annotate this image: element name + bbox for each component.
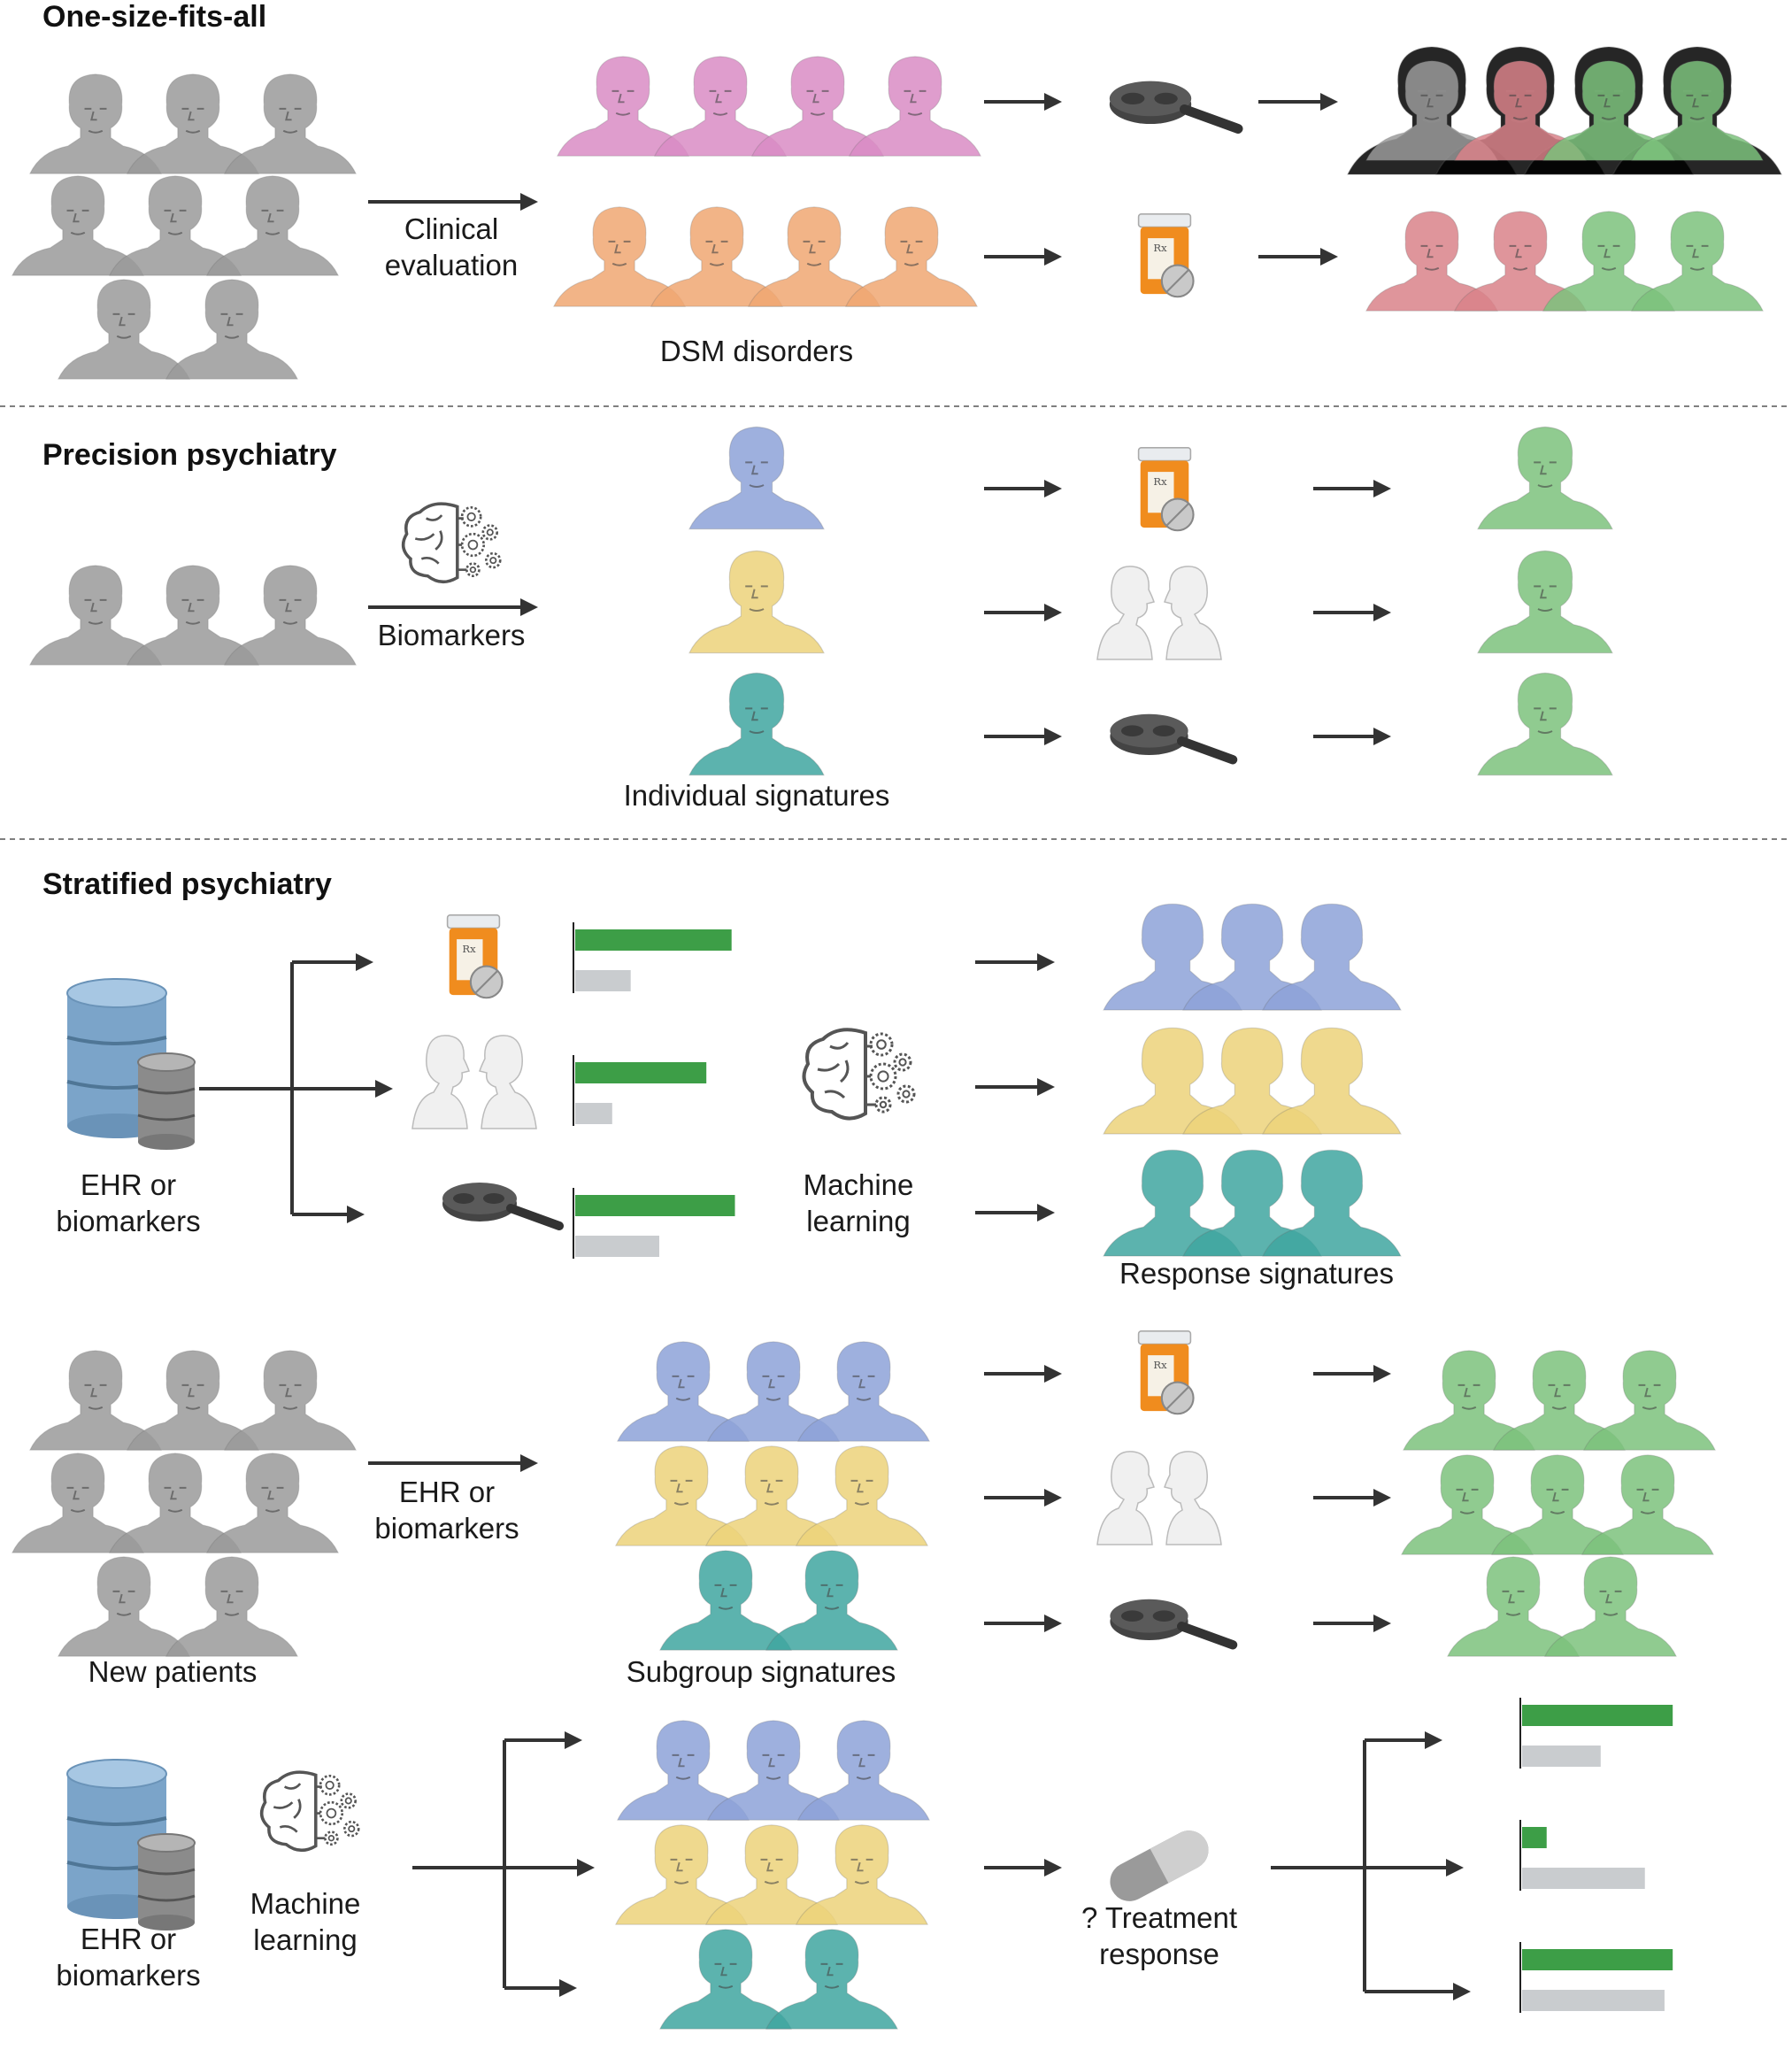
bar-nonresponse xyxy=(575,970,631,991)
pill-bottle-icon: Rx xyxy=(1137,1330,1195,1415)
person-icon xyxy=(848,55,982,158)
group-label-subgroup-signatures: Subgroup signatures xyxy=(626,1655,896,1688)
tms-coil-icon xyxy=(1110,1599,1238,1650)
person-icon xyxy=(1543,1555,1678,1658)
person-icon xyxy=(57,1555,191,1658)
person-icon xyxy=(223,564,358,667)
person-icon xyxy=(795,1823,929,1926)
section-title-stratified: Stratified psychiatry xyxy=(42,867,332,901)
svg-text:Rx: Rx xyxy=(462,943,476,955)
bar-nonresponse xyxy=(575,1103,612,1124)
person-icon xyxy=(688,672,826,776)
person-icon xyxy=(205,174,340,277)
bar-nonresponse xyxy=(575,1236,659,1257)
person-icon xyxy=(1580,1453,1715,1556)
bar-response xyxy=(1522,1827,1547,1848)
person-icon xyxy=(165,278,299,381)
brain-gears-icon xyxy=(259,1770,360,1853)
person-icon xyxy=(1476,672,1614,776)
person-icon xyxy=(165,1555,299,1658)
therapy-icon xyxy=(1096,1451,1222,1545)
capsule-icon xyxy=(1110,1830,1209,1901)
bar-response xyxy=(575,1062,707,1083)
arrow-label-biomarkers: Biomarkers xyxy=(377,619,526,651)
tms-coil-icon xyxy=(1109,81,1243,135)
person-icon xyxy=(57,278,191,381)
person-icon xyxy=(688,550,826,654)
bar-response xyxy=(1522,1949,1673,1970)
arrow-label-clinical-evaluation: Clinical evaluation xyxy=(384,212,519,281)
person-icon xyxy=(223,73,358,175)
group-label-individual-signatures: Individual signatures xyxy=(623,779,890,812)
ml-label-2: Machine learning xyxy=(250,1887,361,1956)
svg-text:Rx: Rx xyxy=(1153,475,1167,488)
person-icon xyxy=(1262,1027,1402,1135)
person-icon xyxy=(688,426,826,530)
person-icon xyxy=(796,1719,931,1822)
person-icon xyxy=(844,205,979,308)
section-title-one-size: One-size-fits-all xyxy=(42,0,267,34)
bar-response xyxy=(1522,1705,1673,1726)
bar-nonresponse xyxy=(1522,1990,1665,2011)
section-title-precision: Precision psychiatry xyxy=(42,438,337,472)
ml-label: Machine learning xyxy=(803,1168,914,1237)
group-label-response-signatures: Response signatures xyxy=(1119,1257,1395,1290)
person-icon xyxy=(223,1349,358,1452)
arrow-label-ehr-biomarkers: EHR or biomarkers xyxy=(374,1476,519,1545)
person-icon xyxy=(658,1928,793,2031)
brain-gears-icon xyxy=(802,1028,916,1121)
person-icon xyxy=(1476,550,1614,654)
person-icon xyxy=(1630,59,1765,162)
tms-coil-icon xyxy=(1110,713,1238,765)
pill-bottle-icon: Rx xyxy=(1137,447,1195,532)
database-icon xyxy=(66,1759,196,1931)
bar-nonresponse xyxy=(1522,1868,1645,1889)
source-label-ehr-biomarkers: EHR or biomarkers xyxy=(56,1168,201,1237)
therapy-icon xyxy=(411,1035,537,1129)
person-icon xyxy=(1262,1149,1402,1257)
bar-nonresponse xyxy=(1522,1746,1601,1767)
group-label-dsm-disorders: DSM disorders xyxy=(659,335,854,367)
person-icon xyxy=(765,1549,899,1652)
bar-response xyxy=(575,1195,735,1216)
bar-response xyxy=(575,929,732,951)
brain-gears-icon xyxy=(401,502,502,584)
person-icon xyxy=(205,1452,340,1554)
source-label-ehr-biomarkers-2: EHR or biomarkers xyxy=(56,1923,201,1992)
tms-coil-icon xyxy=(442,1183,564,1230)
person-icon xyxy=(1476,426,1614,530)
person-icon xyxy=(796,1340,931,1443)
person-icon xyxy=(1630,210,1765,312)
database-icon xyxy=(66,978,196,1150)
person-icon xyxy=(795,1445,929,1547)
therapy-icon xyxy=(1096,566,1222,660)
person-icon xyxy=(1582,1349,1717,1452)
person-icon xyxy=(765,1928,899,2031)
person-icon xyxy=(1262,903,1402,1011)
pill-bottle-icon: Rx xyxy=(446,914,504,999)
person-icon xyxy=(658,1549,793,1652)
svg-text:Rx: Rx xyxy=(1153,242,1167,254)
treatment-response-label: ? Treatment response xyxy=(1081,1901,1238,1970)
svg-text:Rx: Rx xyxy=(1153,1359,1167,1371)
group-label-new-patients: New patients xyxy=(88,1655,258,1688)
pill-bottle-icon: Rx xyxy=(1137,213,1195,298)
